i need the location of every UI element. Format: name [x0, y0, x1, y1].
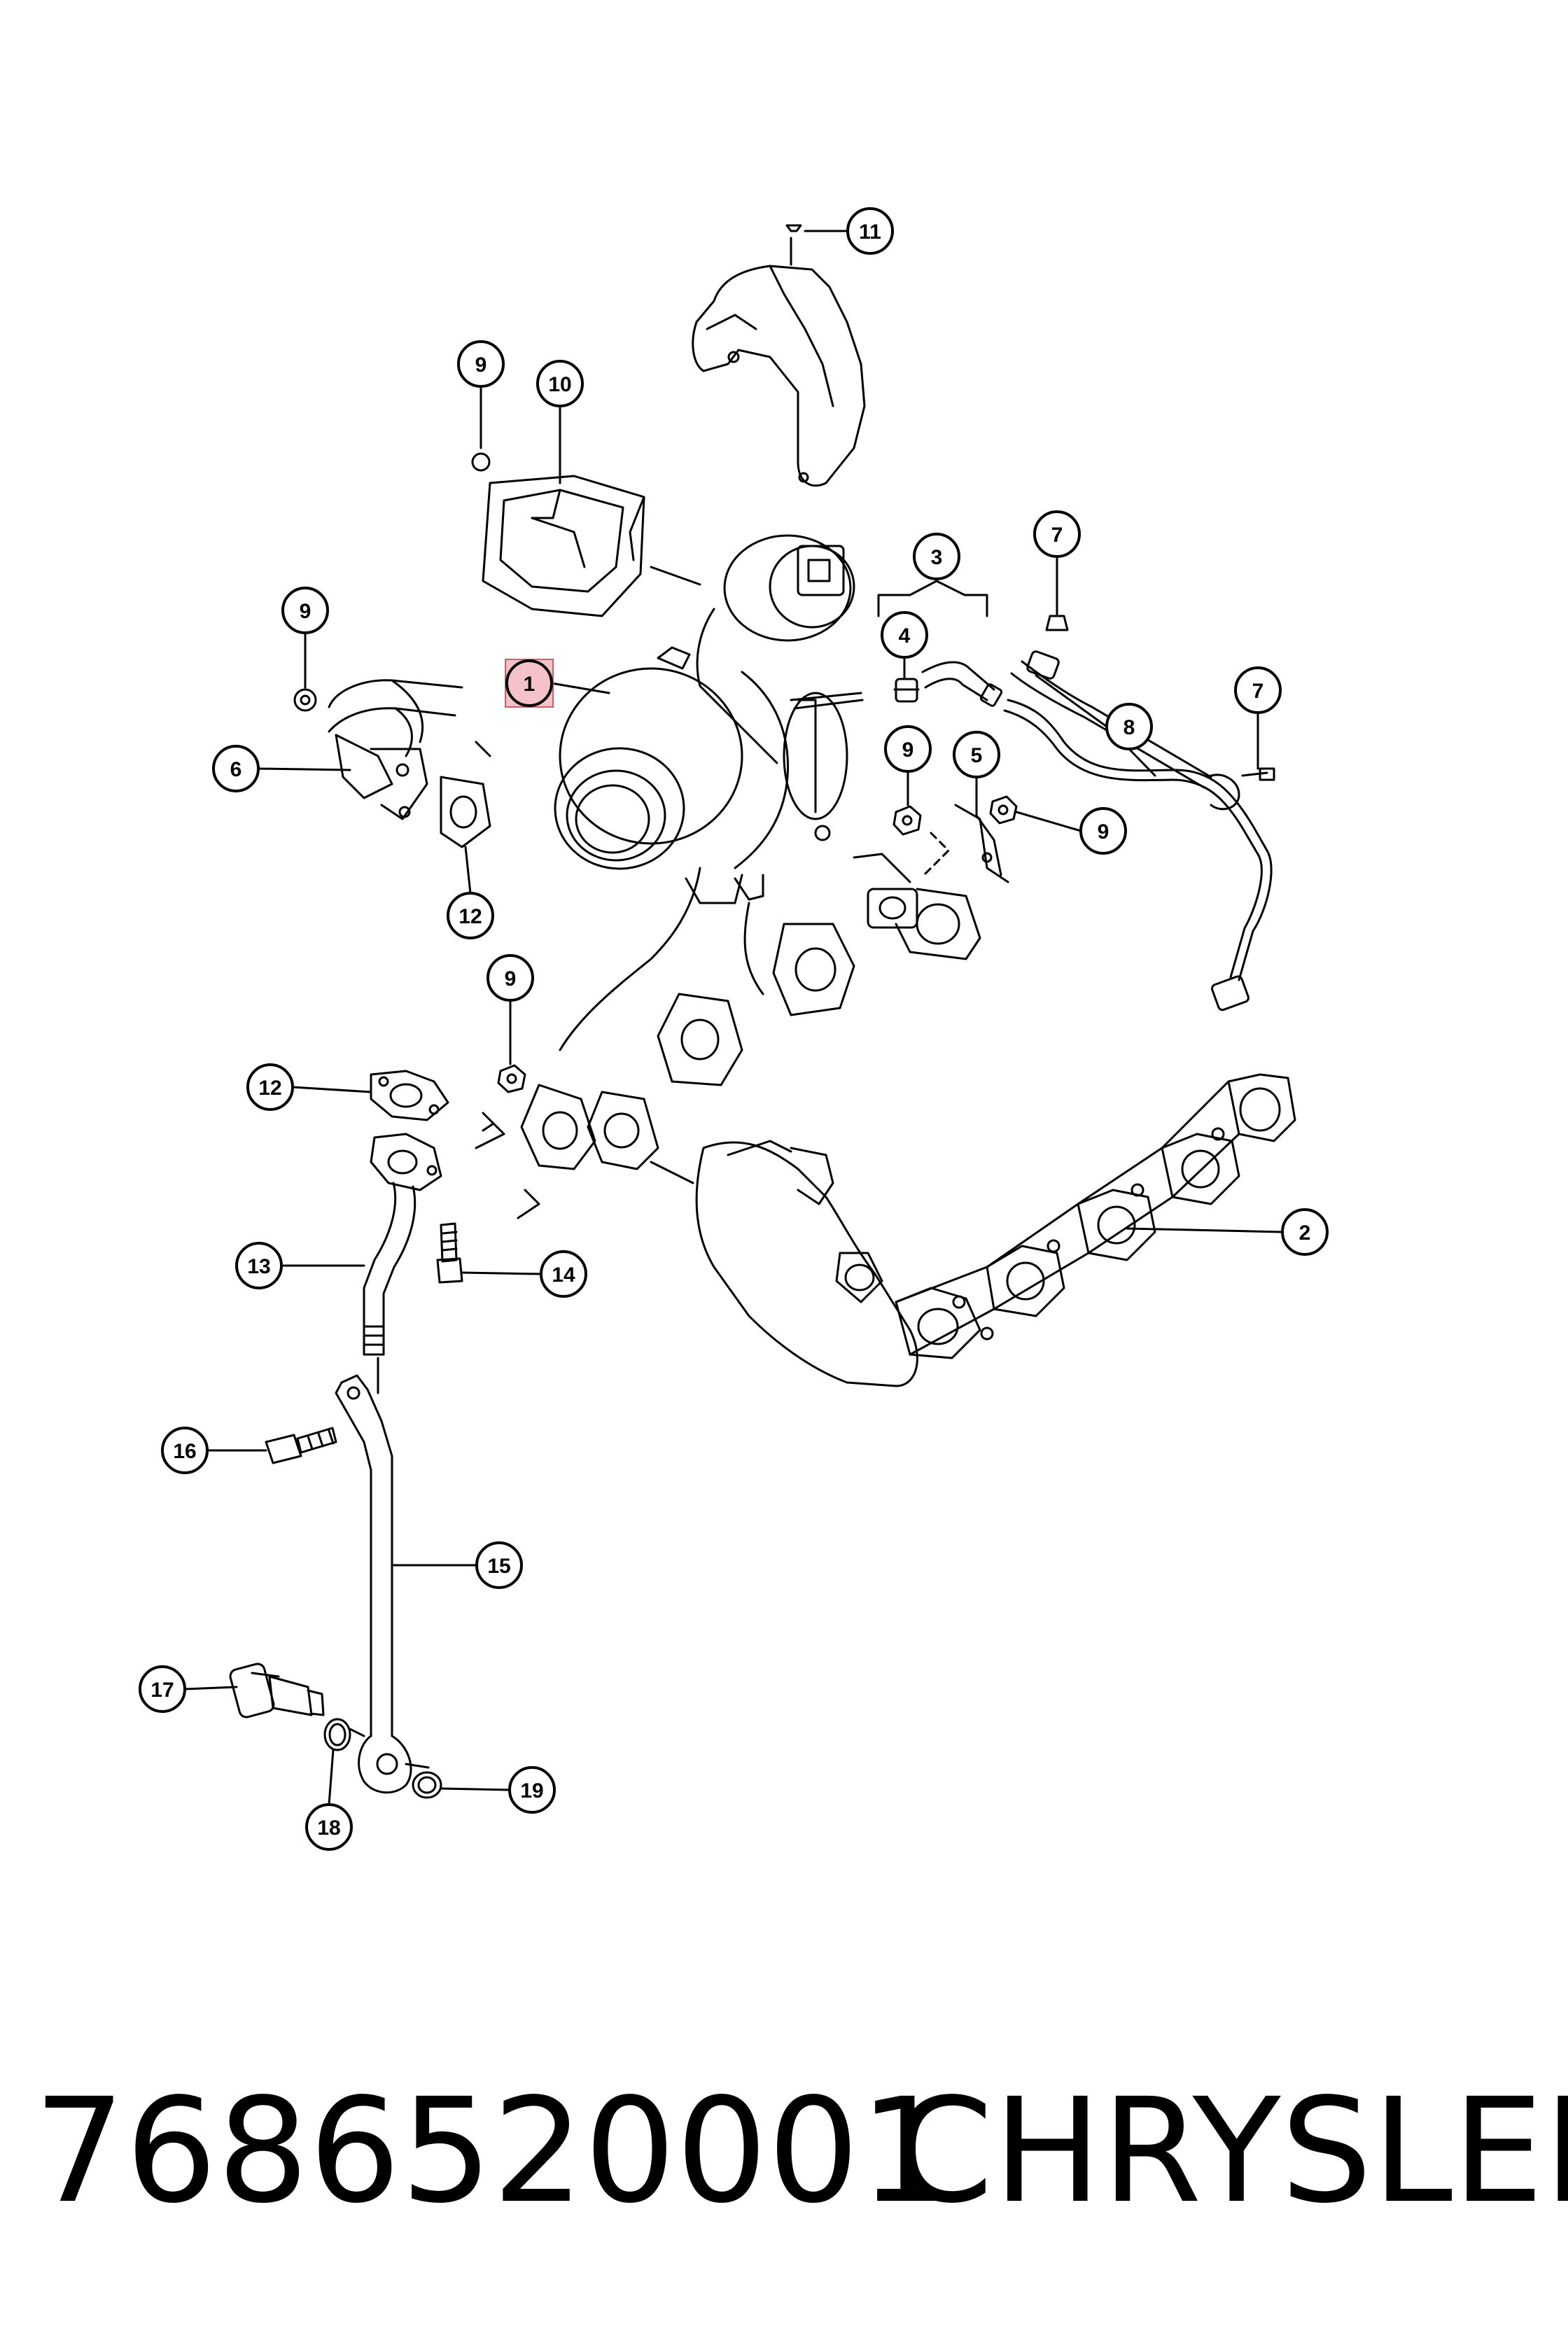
oil-return-pipe	[363, 1133, 442, 1356]
nut-9-right	[989, 795, 1018, 825]
callout-label: 5	[971, 744, 983, 767]
heat-shield-lower	[471, 452, 701, 617]
callout-7: 7	[1033, 510, 1081, 558]
footer: 7686520001 CHRYSLER	[0, 2016, 1568, 2352]
o-ring-18	[323, 1718, 351, 1751]
oil-return-tube	[335, 1357, 430, 1794]
callout-label: 3	[931, 546, 943, 569]
callout-label: 12	[258, 1077, 281, 1100]
callout-label: 9	[902, 738, 914, 762]
oil-feed-hose	[921, 661, 1003, 707]
nut-9-center	[892, 805, 922, 836]
oil-feed-pipe	[1003, 650, 1273, 1011]
callout-label: 7	[1252, 680, 1264, 703]
hose-assembly	[293, 679, 491, 848]
manifold-gasket	[695, 1073, 1296, 1387]
oil-return-adapter	[229, 1662, 325, 1718]
callout-label: 17	[150, 1679, 174, 1702]
callout-label: 2	[1299, 1222, 1311, 1245]
callout-11: 11	[846, 207, 894, 255]
callout-8: 8	[1105, 703, 1153, 750]
bolt-16	[265, 1427, 337, 1464]
callout-16: 16	[161, 1427, 209, 1474]
bolt-14	[436, 1222, 463, 1284]
callout-1: 1	[505, 659, 554, 708]
mounting-bracket	[923, 804, 1009, 883]
callout-label: 14	[552, 1264, 575, 1287]
clamp	[893, 678, 920, 703]
callout-label: 6	[230, 758, 242, 781]
exhaust-manifold	[475, 853, 981, 1219]
callout-label: 7	[1051, 524, 1063, 547]
callout-label: 8	[1124, 716, 1135, 739]
o-ring-19	[412, 1771, 442, 1799]
callout-14: 14	[540, 1250, 587, 1298]
part-number: 7686520001	[34, 2067, 951, 2235]
callout-label: 1	[524, 673, 536, 696]
callout-18: 18	[305, 1803, 353, 1851]
callout-15: 15	[475, 1541, 523, 1589]
callout-12: 12	[447, 892, 494, 939]
callout-label: 10	[548, 373, 571, 396]
callout-label: 13	[247, 1255, 270, 1278]
callout-2: 2	[1281, 1208, 1329, 1256]
callout-label: 4	[899, 624, 911, 648]
callout-label: 12	[458, 905, 482, 928]
callout-label: 15	[487, 1555, 510, 1578]
callout-label: 19	[520, 1779, 543, 1802]
callout-bracket-3	[877, 580, 988, 617]
bolt-7-upper	[1045, 587, 1069, 631]
callout-9: 9	[884, 725, 932, 773]
brand-name: CHRYSLER	[892, 2067, 1568, 2235]
callout-label: 9	[1098, 820, 1110, 844]
nut-9-lower	[497, 1064, 526, 1093]
callout-9: 9	[457, 340, 505, 388]
callout-13: 13	[235, 1242, 283, 1289]
callout-3: 3	[913, 533, 960, 580]
callout-12: 12	[246, 1063, 294, 1111]
callout-9: 9	[1079, 807, 1127, 855]
turbocharger	[554, 534, 864, 904]
callout-9: 9	[486, 954, 534, 1002]
callout-7: 7	[1234, 666, 1282, 714]
leader-lines	[183, 230, 1284, 1806]
callout-4: 4	[881, 611, 928, 659]
oil-return-gasket	[370, 1070, 449, 1121]
callout-9: 9	[281, 587, 329, 634]
callout-17: 17	[139, 1665, 186, 1713]
bolt-7-lower	[1241, 767, 1275, 781]
callout-label: 9	[505, 967, 517, 990]
heat-shield-upper	[692, 224, 866, 487]
callout-19: 19	[508, 1766, 556, 1814]
callout-label: 11	[859, 220, 881, 244]
callout-label: 18	[317, 1816, 340, 1840]
callout-label: 9	[475, 354, 487, 377]
callout-label: 16	[173, 1440, 196, 1463]
callout-5: 5	[953, 731, 1000, 778]
callout-label: 9	[300, 600, 312, 623]
callout-6: 6	[212, 745, 260, 792]
callout-10: 10	[536, 360, 584, 407]
